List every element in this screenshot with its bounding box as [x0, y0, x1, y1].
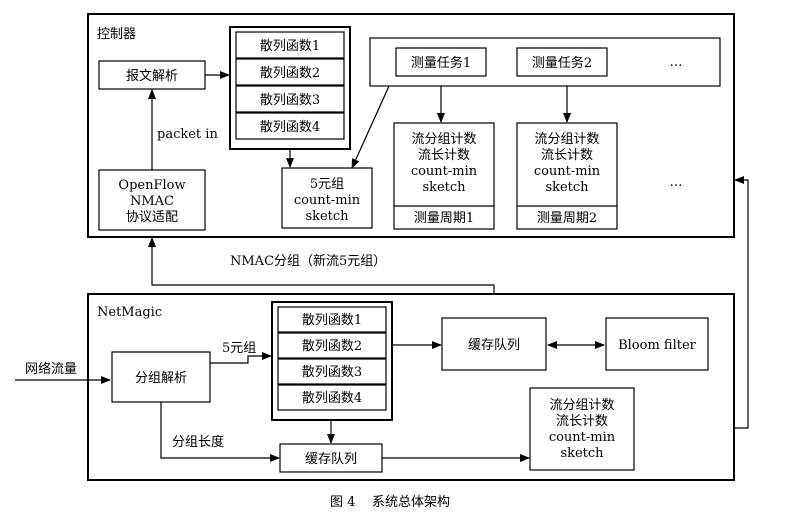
five-tuple-edge-label: 5元组 [222, 341, 256, 356]
queue-bottom-box: 缓存队列 [279, 443, 383, 473]
caption-number: 图 4 [330, 495, 355, 510]
sketch-1-period: 测量周期1 [414, 211, 474, 226]
controller-parser-box: 报文解析 [98, 60, 206, 90]
task-1-label: 测量任务1 [411, 55, 471, 71]
sketch-1-line-3: count-min [411, 164, 478, 179]
sketch-2-period: 测量周期2 [537, 211, 597, 226]
sketch-2-line-2: 流长计数 [541, 148, 593, 163]
five-tuple-line-1: 5元组 [310, 177, 344, 192]
five-tuple-line-2: count-min [294, 193, 361, 208]
sketch-1-line-1: 流分组计数 [411, 132, 476, 147]
sketch-1-line-2: 流长计数 [418, 148, 470, 163]
controller-connectors [148, 71, 571, 170]
sketch-2-line-1: 流分组计数 [534, 132, 599, 147]
caption-text: 系统总体架构 [372, 495, 450, 510]
openflow-box: OpenFlow NMAC 协议适配 [98, 169, 206, 231]
controller-hash-4: 散列函数4 [260, 120, 320, 135]
sketch-1-box: 流分组计数 流长计数 count-min sketch 测量周期1 [393, 122, 495, 230]
netmagic-hash-1: 散列函数1 [302, 313, 362, 328]
input-traffic-label: 网络流量 [25, 361, 77, 377]
controller-hash-3: 散列函数3 [260, 93, 320, 108]
openflow-line-1: OpenFlow [118, 178, 185, 193]
packet-in-label: packet in [157, 127, 218, 142]
openflow-line-3: 协议适配 [126, 210, 178, 225]
netmagic-connectors [160, 341, 605, 462]
packet-length-label: 分组长度 [172, 434, 224, 450]
five-tuple-line-3: sketch [305, 209, 349, 224]
controller-hash-stack: 散列函数1 散列函数2 散列函数3 散列函数4 [229, 26, 351, 150]
netmagic-hash-stack: 散列函数1 散列函数2 散列函数3 散列函数4 [271, 301, 393, 421]
task-ellipsis: … [670, 55, 683, 70]
sketch-1-line-4: sketch [422, 180, 466, 195]
bloom-filter-box: Bloom filter [605, 317, 709, 371]
sketch-ellipsis: … [670, 175, 683, 190]
controller-hash-1: 散列函数1 [260, 39, 320, 54]
controller-parser-label: 报文解析 [126, 69, 178, 84]
sketch-2-box: 流分组计数 流长计数 count-min sketch 测量周期2 [516, 122, 618, 230]
sketch-2-line-3: count-min [534, 164, 601, 179]
nmac-label: NMAC分组（新流5元组） [230, 253, 386, 269]
controller-hash-2: 散列函数2 [260, 66, 320, 81]
queue-bottom-label: 缓存队列 [305, 452, 357, 467]
netmagic-sketch-line-3: count-min [549, 430, 616, 445]
task-2-label: 测量任务2 [532, 55, 592, 71]
netmagic-title: NetMagic [97, 305, 162, 320]
packet-parser-label: 分组解析 [135, 371, 187, 386]
controller-title: 控制器 [97, 27, 136, 42]
netmagic-hash-3: 散列函数3 [302, 365, 362, 380]
netmagic-sketch-line-1: 流分组计数 [549, 398, 614, 413]
netmagic-hash-2: 散列函数2 [302, 339, 362, 354]
five-tuple-sketch-box: 5元组 count-min sketch [281, 167, 373, 229]
queue-top-label: 缓存队列 [468, 338, 520, 353]
netmagic-sketch-line-2: 流长计数 [556, 414, 608, 429]
bloom-filter-label: Bloom filter [618, 338, 697, 353]
sketch-2-line-4: sketch [545, 180, 589, 195]
task-container: 测量任务1 测量任务2 … [369, 37, 721, 87]
queue-top-box: 缓存队列 [441, 317, 547, 371]
netmagic-sketch-box: 流分组计数 流长计数 count-min sketch [529, 387, 635, 471]
openflow-line-2: NMAC [130, 194, 174, 209]
netmagic-hash-4: 散列函数4 [302, 391, 362, 406]
netmagic-sketch-line-4: sketch [560, 446, 604, 461]
figure-caption: 图 4 系统总体架构 [330, 495, 450, 510]
packet-parser-box: 分组解析 [111, 351, 211, 403]
